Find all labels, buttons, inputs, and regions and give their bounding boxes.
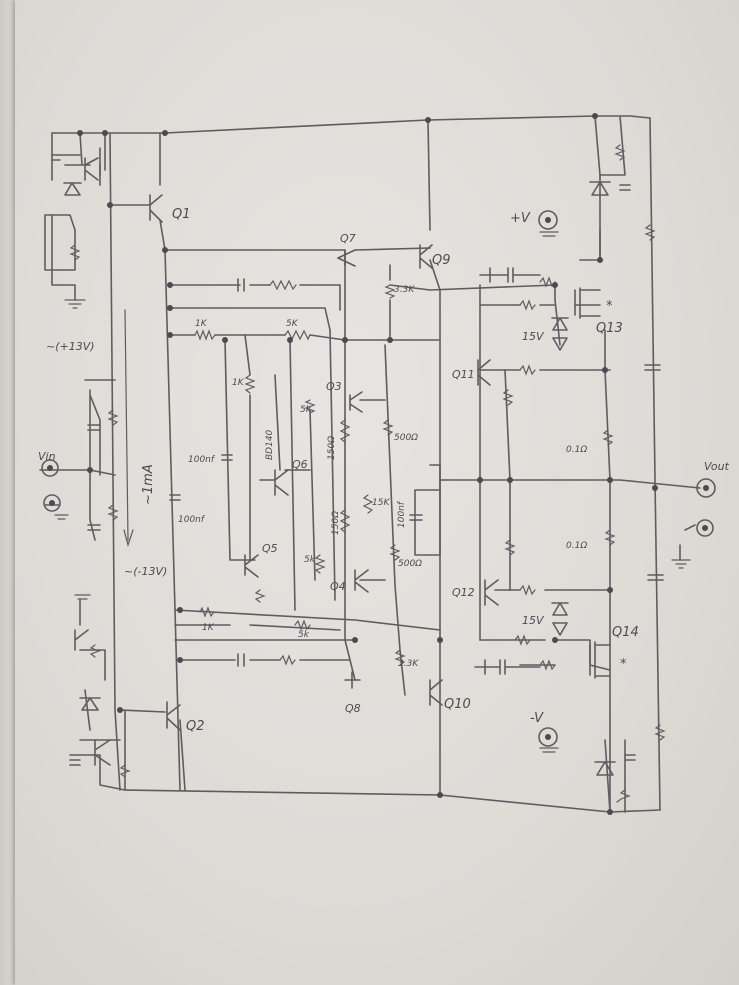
label-r-1k-pot: 1K [232, 378, 245, 388]
label-r-01-bot: 0.1Ω [566, 541, 587, 551]
label-q14: Q14 [612, 625, 639, 640]
label-r-5k-mid: 5k [300, 405, 312, 415]
label-r-1k-top: 1K [195, 319, 208, 329]
label-neg-rail: ~(-13V) [124, 565, 167, 578]
label-q7: Q7 [340, 232, 356, 245]
label-r-5k-top: 5K [286, 319, 299, 329]
resistors [69, 144, 666, 803]
label-q1: Q1 [172, 207, 191, 222]
label-pos-rail: ~(+13V) [46, 340, 95, 353]
label-q3: Q3 [326, 380, 342, 393]
label-q8: Q8 [345, 702, 361, 715]
jacks [41, 210, 716, 747]
label-r-500-bot: 500Ω [398, 559, 422, 569]
label-q2: Q2 [186, 719, 205, 734]
label-star-top: * [606, 299, 613, 314]
grounds [54, 231, 691, 753]
label-q6: Q6 [292, 458, 308, 471]
label-q12: Q12 [452, 586, 475, 599]
capacitors [51, 154, 664, 766]
label-q10: Q10 [444, 697, 471, 712]
label-vout: Vout [704, 460, 730, 473]
label-r-1k-bot: 1K [202, 623, 215, 633]
diodes [63, 181, 616, 776]
label-z-15v-top: 15V [522, 330, 545, 343]
wiring [39, 115, 701, 813]
paper-sheet [15, 0, 739, 985]
label-r-150-top: 150Ω [327, 436, 337, 460]
label-r-01-top: 0.1Ω [566, 445, 587, 455]
label-r-5k-low: 5k [304, 555, 316, 565]
label-neg-v: -V [530, 711, 544, 726]
label-q9: Q9 [432, 253, 451, 268]
label-r-5k-bot: 5k [298, 630, 310, 640]
junctions [77, 113, 658, 815]
label-c-100nf-c: 100nf [397, 500, 407, 528]
label-current: ~1mA [141, 464, 156, 505]
label-r-500-top: 500Ω [394, 433, 418, 443]
label-bd140: BD140 [265, 429, 275, 460]
labels: Q1 Q2 Q3 Q4 Q5 Q6 Q7 Q8 Q9 Q10 Q11 Q12 Q… [38, 207, 730, 734]
label-pos-v: +V [510, 211, 531, 226]
label-c-100nf-a: 100nf [188, 455, 216, 465]
transistors [74, 147, 611, 766]
label-q13: Q13 [596, 321, 623, 336]
label-z-15v-mid: 15V [522, 614, 545, 627]
label-c-100nf-b: 100nf [178, 515, 206, 525]
label-r-150-bot: 150Ω [331, 511, 341, 535]
label-r-33k-top: 3.3K [394, 285, 415, 295]
label-q11: Q11 [452, 368, 475, 381]
label-r-33k-bot: 3.3K [398, 659, 419, 669]
label-r-15k: 15K [372, 498, 390, 508]
label-star-bot: * [620, 657, 627, 672]
label-q4: Q4 [330, 580, 346, 593]
label-vin: Vin [38, 450, 56, 463]
label-q5: Q5 [262, 542, 278, 555]
